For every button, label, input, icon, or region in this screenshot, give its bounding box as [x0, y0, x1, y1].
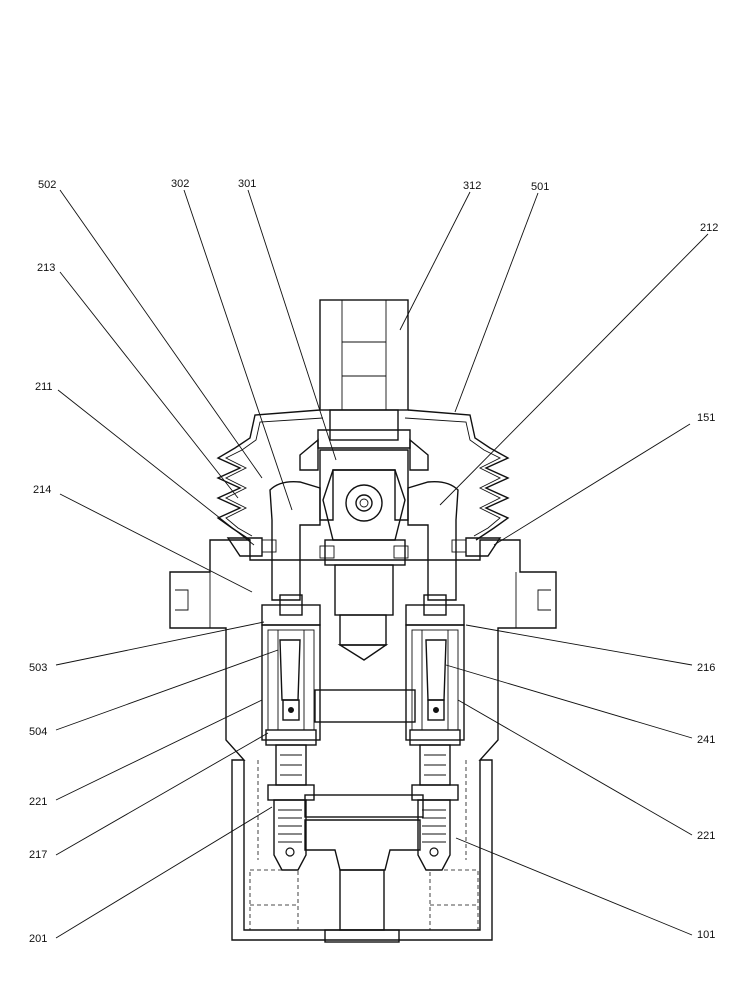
- callout-214: 214: [33, 484, 52, 496]
- callout-312: 312: [463, 180, 482, 192]
- callout-213: 213: [37, 262, 56, 274]
- adapter-312: [319, 299, 409, 441]
- callout-221-left: 221: [29, 796, 48, 808]
- callout-502: 502: [38, 179, 57, 191]
- callout-302: 302: [171, 178, 190, 190]
- callout-241: 241: [697, 734, 716, 746]
- callout-503: 503: [29, 662, 48, 674]
- callout-151: 151: [697, 412, 716, 424]
- cross-passages: [304, 689, 424, 818]
- callout-217: 217: [29, 849, 48, 861]
- center-shaft: [324, 539, 406, 661]
- callout-301: 301: [238, 178, 257, 190]
- callout-221-right: 221: [697, 830, 716, 842]
- callout-504: 504: [29, 726, 48, 738]
- disc-302: [299, 429, 429, 471]
- casing-101: [169, 539, 557, 943]
- pusher-right: [407, 480, 459, 601]
- valve-left: [261, 594, 321, 871]
- pusher-left: [269, 480, 321, 601]
- callout-201: 201: [29, 933, 48, 945]
- callout-501: 501: [531, 181, 550, 193]
- valve-right: [405, 594, 465, 871]
- leader-lines: [55, 189, 709, 939]
- plate-151: [226, 537, 502, 559]
- boot-501: [216, 409, 510, 541]
- callout-101: 101: [697, 929, 716, 941]
- joint-301: [319, 449, 409, 541]
- callout-211: 211: [35, 381, 53, 393]
- callout-216: 216: [697, 662, 716, 674]
- callout-212: 212: [700, 222, 719, 234]
